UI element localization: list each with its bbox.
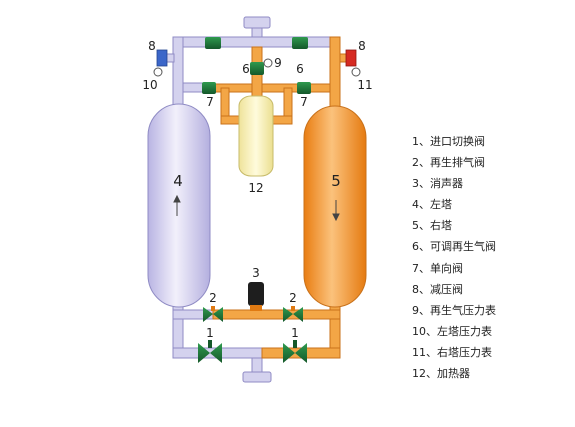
- left-tower: [147, 103, 211, 308]
- check-valve-left: [202, 82, 216, 94]
- legend-item: 6、可调再生气阀: [412, 240, 496, 254]
- label-gauge-right: 11: [357, 78, 372, 92]
- adjustable-regen-valve: [250, 62, 264, 75]
- label-check-valve-right: 7: [300, 95, 308, 109]
- label-regen-valve-left: 2: [209, 291, 217, 305]
- legend-item: 3、消声器: [412, 177, 463, 191]
- label-left-tower: 4: [173, 172, 183, 190]
- label-reducer-right: 8: [358, 39, 366, 53]
- regen-valve-left: [203, 306, 223, 322]
- check-valve-right: [297, 82, 311, 94]
- label-adj-valve-left: 6: [242, 62, 250, 76]
- legend-item: 4、左塔: [412, 198, 452, 212]
- legend-item: 10、左塔压力表: [412, 324, 492, 338]
- legend-item: 2、再生排气阀: [412, 156, 485, 170]
- legend-item: 12、加热器: [412, 367, 470, 381]
- label-regen-valve-right: 2: [289, 291, 297, 305]
- check-valve-left-top: [205, 37, 221, 49]
- gauge-right-icon: [351, 67, 361, 77]
- label-gauge-regen: 9: [274, 56, 282, 70]
- legend: 1、进口切换阀 2、再生排气阀 3、消声器 4、左塔 5、右塔 6、可调再生气阀…: [412, 131, 572, 384]
- up-arrow-icon: [173, 194, 181, 216]
- down-arrow-icon: [332, 200, 340, 222]
- label-gauge-left: 10: [142, 78, 157, 92]
- legend-item: 8、减压阀: [412, 282, 463, 296]
- pressure-reducer-right: [345, 49, 357, 67]
- pressure-reducer-left: [156, 49, 168, 67]
- label-silencer: 3: [252, 266, 260, 280]
- label-inlet-valve-right: 1: [291, 326, 299, 340]
- legend-item: 7、单向阀: [412, 261, 463, 275]
- check-valve-right-top: [292, 37, 308, 49]
- legend-item: 9、再生气压力表: [412, 303, 496, 317]
- heater: [238, 95, 274, 177]
- legend-item: 1、进口切换阀: [412, 135, 485, 148]
- inlet-valve-left: [198, 340, 222, 363]
- label-check-valve-left: 7: [206, 95, 214, 109]
- legend-item: 5、右塔: [412, 219, 452, 233]
- label-right-tower: 5: [331, 172, 341, 190]
- label-adj-valve-right: 6: [296, 62, 304, 76]
- silencer: [248, 282, 264, 311]
- right-tower: [303, 105, 367, 308]
- legend-item: 11、右塔压力表: [412, 345, 492, 359]
- label-reducer-left: 8: [148, 39, 156, 53]
- gauge-regen-icon: [263, 58, 273, 68]
- gauge-left-icon: [153, 67, 163, 77]
- regen-valve-right: [283, 306, 303, 322]
- inlet-valve-right: [283, 340, 307, 363]
- label-inlet-valve-left: 1: [206, 326, 214, 340]
- label-heater: 12: [248, 181, 263, 195]
